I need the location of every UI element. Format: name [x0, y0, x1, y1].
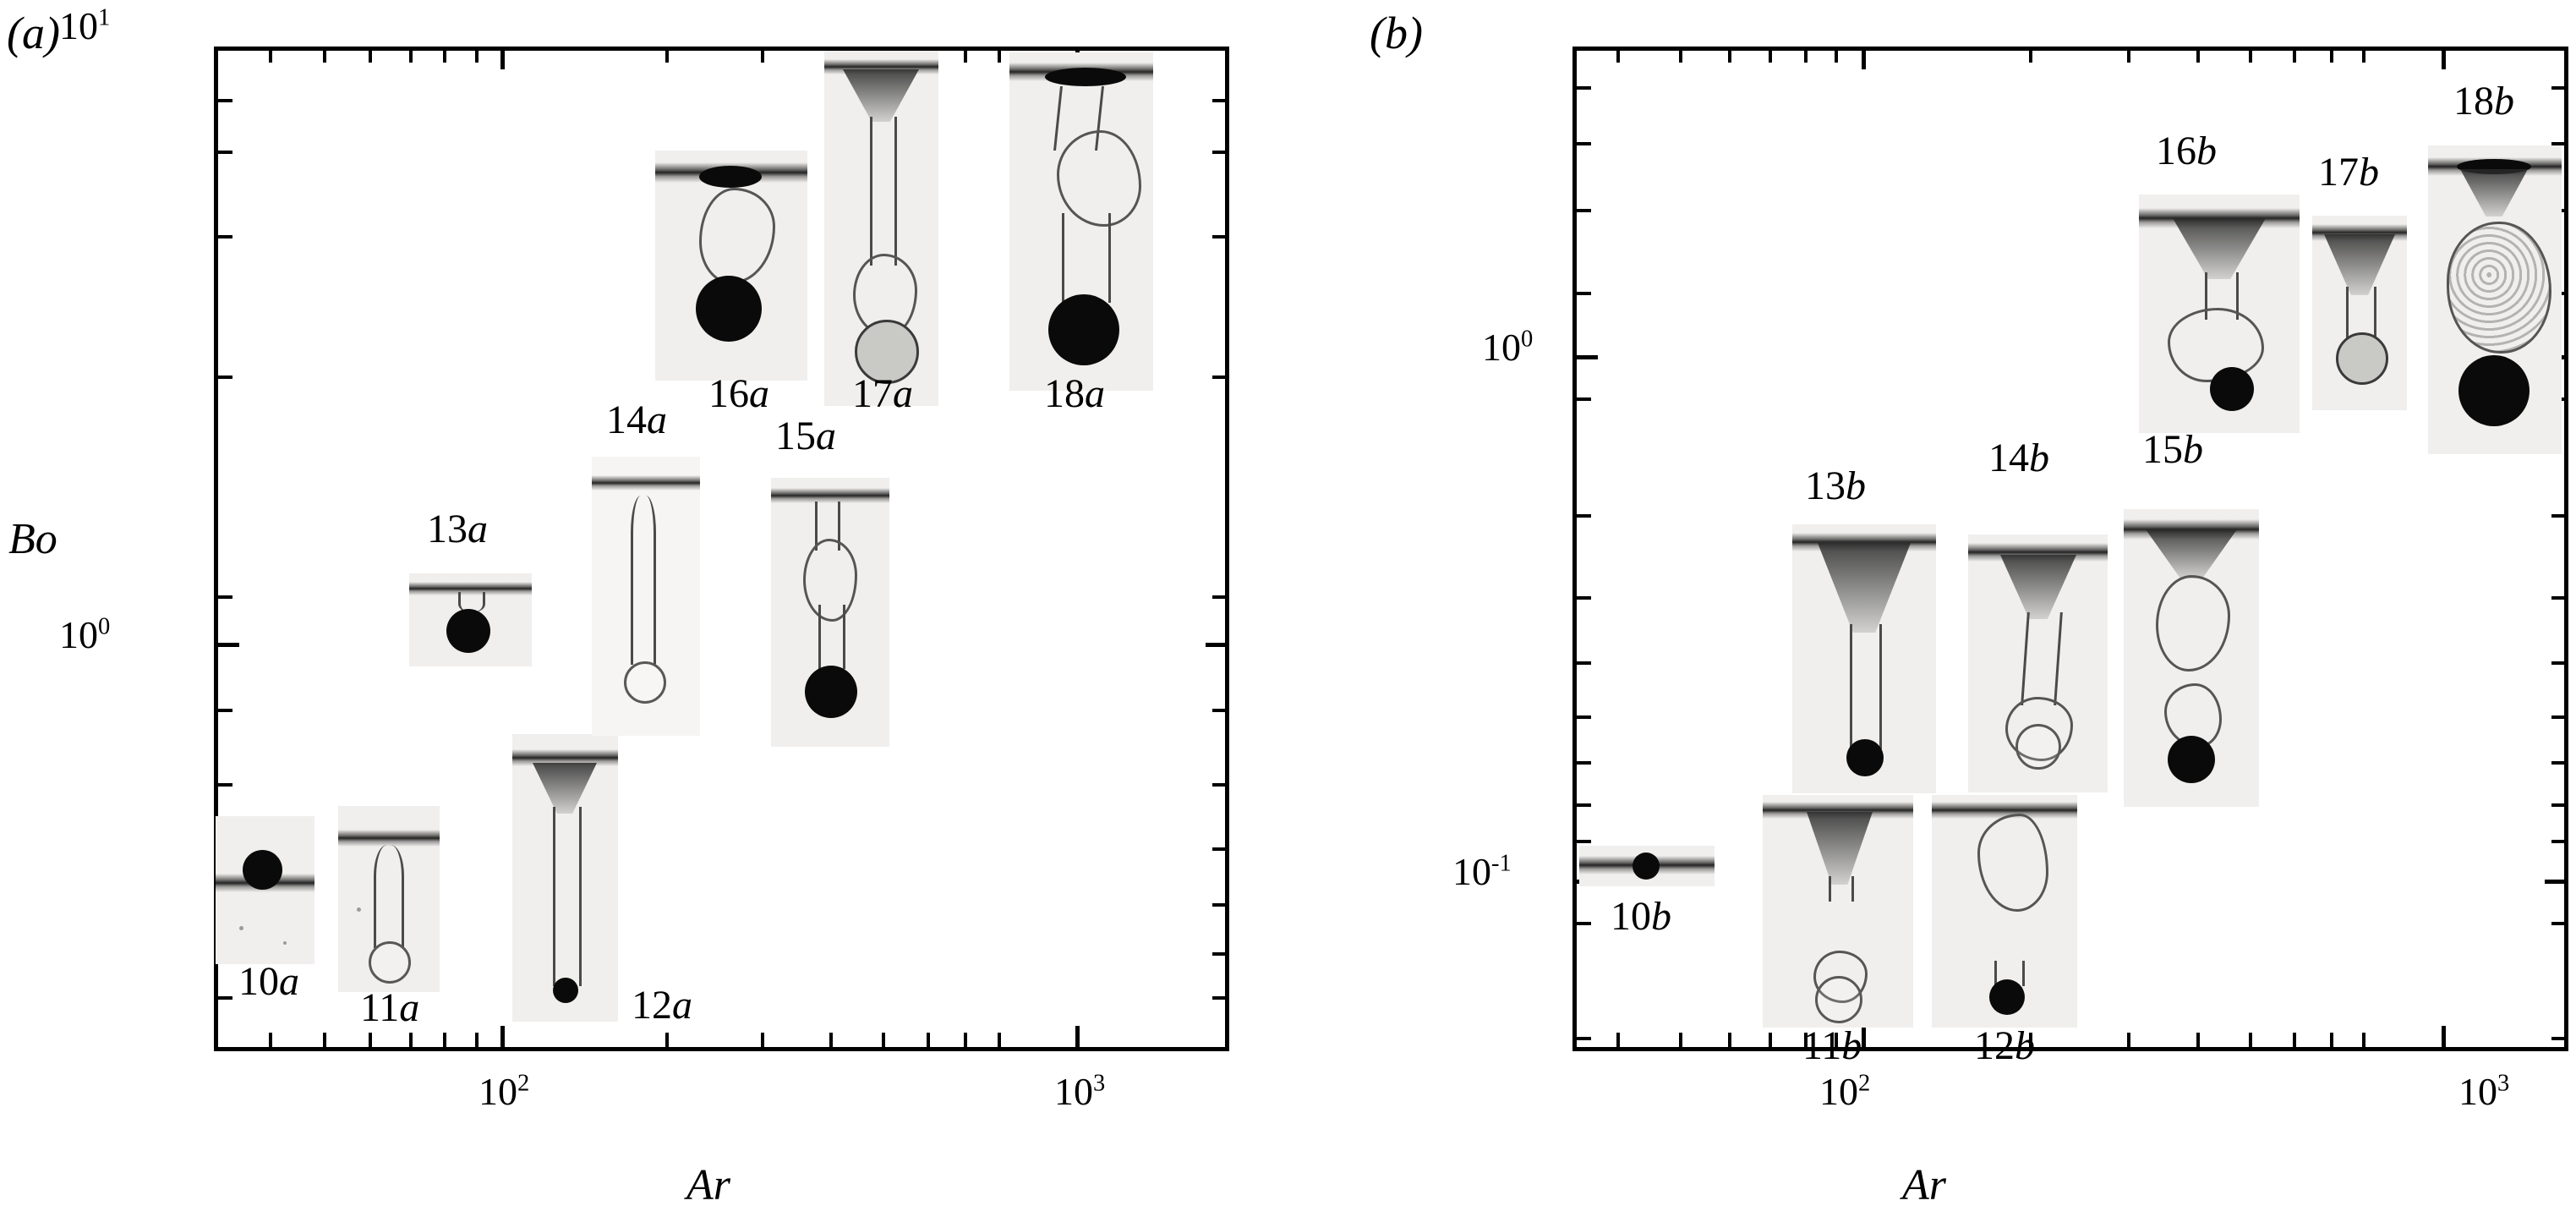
caption-11b: 11b — [1802, 1023, 1862, 1068]
panel-b-xtick-3: 103 — [2458, 1070, 2510, 1113]
panel-a-ytick-1: 101 — [59, 4, 111, 47]
panel-b-ytick-m1: 10-1 — [1452, 850, 1512, 893]
panel-a-axis-top — [214, 47, 1229, 51]
caption-13b: 13b — [1805, 463, 1866, 508]
data-point-photo-18a[interactable] — [1009, 52, 1153, 391]
panel-a-label: (a) — [7, 8, 60, 58]
panel-a-axis-right — [1225, 47, 1229, 1051]
panel-b-axis-left — [1572, 47, 1577, 1051]
caption-12a: 12a — [632, 983, 692, 1028]
caption-10a: 10a — [238, 959, 299, 1004]
caption-12b: 12b — [1974, 1023, 2035, 1068]
panel-b: (b) Ar 100 10-1 102 103 — [1285, 0, 2576, 1228]
data-point-photo-11b[interactable] — [1763, 795, 1913, 1028]
caption-16a: 16a — [708, 371, 769, 416]
data-point-photo-10b[interactable] — [1579, 846, 1715, 886]
data-point-photo-14a[interactable] — [592, 457, 700, 736]
data-point-photo-15b[interactable] — [2124, 509, 2259, 807]
data-point-photo-15a[interactable] — [771, 478, 889, 747]
data-point-photo-17b[interactable] — [2312, 216, 2407, 410]
panel-a-axis-bottom — [214, 1047, 1229, 1051]
data-point-photo-10a[interactable] — [216, 816, 314, 964]
caption-18a: 18a — [1044, 371, 1105, 416]
panel-a-xtick-2: 102 — [479, 1070, 530, 1113]
panel-a: (a) Bo Ar 101 100 102 103 — [0, 0, 1285, 1228]
panel-b-axis-bottom — [1572, 1047, 2568, 1051]
data-point-photo-12b[interactable] — [1932, 795, 2077, 1028]
data-point-photo-13a[interactable] — [409, 573, 532, 666]
data-point-photo-18b[interactable] — [2428, 145, 2562, 454]
panel-b-ytick-0: 100 — [1482, 326, 1534, 369]
caption-10b: 10b — [1611, 894, 1671, 939]
caption-13a: 13a — [427, 507, 488, 551]
panel-b-axis-top — [1572, 47, 2568, 51]
data-point-photo-12a[interactable] — [512, 734, 618, 1022]
caption-14b: 14b — [1988, 436, 2049, 480]
data-point-photo-13b[interactable] — [1792, 524, 1936, 793]
data-point-photo-16b[interactable] — [2139, 195, 2300, 433]
caption-11a: 11a — [360, 985, 420, 1030]
panel-a-ylabel: Bo — [8, 515, 57, 563]
panel-b-label: (b) — [1370, 8, 1423, 58]
caption-14a: 14a — [606, 397, 667, 442]
panel-a-axis-left — [214, 47, 218, 1051]
caption-18b: 18b — [2453, 79, 2514, 123]
caption-16b: 16b — [2156, 129, 2217, 173]
data-point-photo-11a[interactable] — [338, 806, 440, 992]
panel-b-axis-right — [2564, 47, 2568, 1051]
panel-a-xtick-3: 103 — [1054, 1070, 1106, 1113]
panel-a-xlabel: Ar — [686, 1161, 730, 1209]
data-point-photo-14b[interactable] — [1968, 535, 2108, 792]
panel-a-ytick-0: 100 — [59, 613, 111, 656]
data-point-photo-16a[interactable] — [655, 151, 807, 381]
caption-17a: 17a — [852, 371, 913, 416]
caption-15b: 15b — [2142, 427, 2203, 472]
panel-b-xlabel: Ar — [1902, 1161, 1946, 1209]
caption-15a: 15a — [775, 414, 836, 458]
caption-17b: 17b — [2318, 150, 2379, 195]
data-point-photo-17a[interactable] — [824, 51, 938, 406]
panel-b-xtick-2: 102 — [1819, 1070, 1871, 1113]
